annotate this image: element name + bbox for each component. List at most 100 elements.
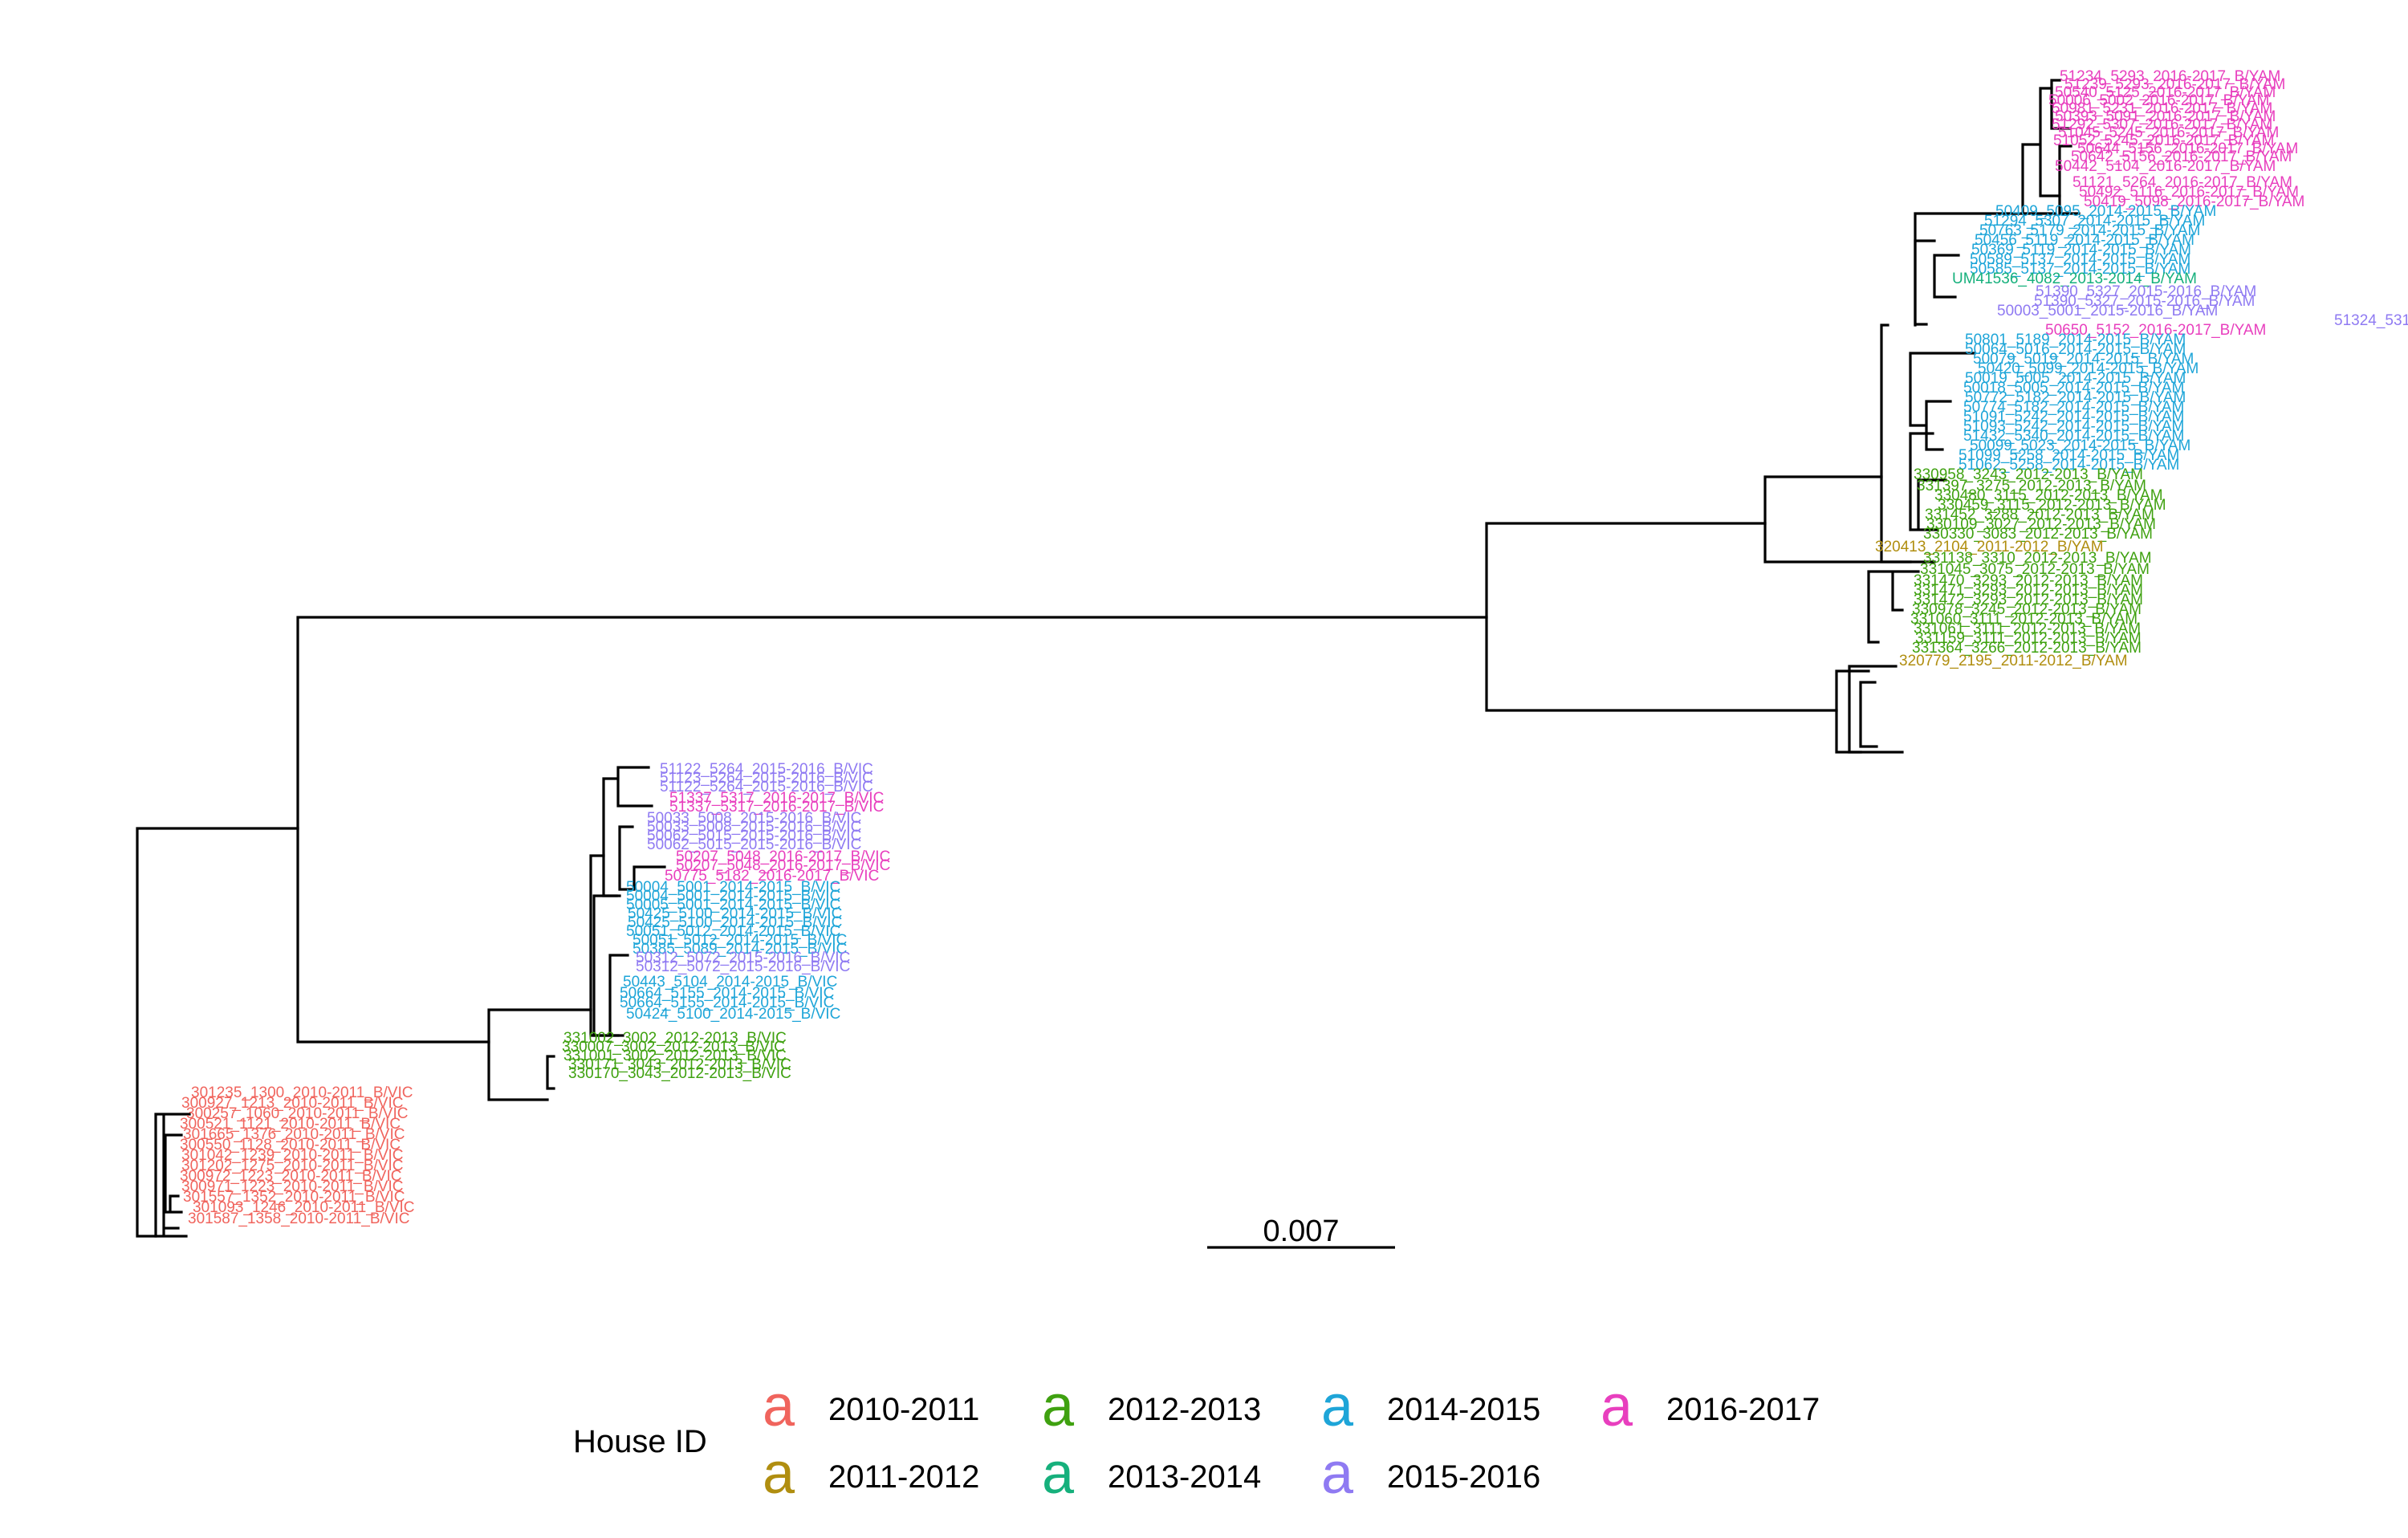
tip-label: 50207_5048_2016-2017_B/VIC xyxy=(676,848,890,865)
tip-label: 50385_5089_2014-2015_B/VIC xyxy=(633,941,847,958)
branch-yam-main xyxy=(1880,323,1912,564)
legend-label: 2016-2017 xyxy=(1666,1392,1820,1427)
tip-label: 331138_3310_2012-2013_B/YAM xyxy=(1923,550,2152,567)
tip-label: 50419_5098_2016-2017_B/YAM xyxy=(2084,193,2304,210)
tip-label: 320779_2195_2011-2012_B/YAM xyxy=(1899,653,2128,669)
tip-label: 51234_5293_2016-2017_B/YAM xyxy=(2060,68,2280,85)
tip-label: 51122_5264_2015-2016_B/VIC xyxy=(660,761,873,778)
tip-label: 320413_2104_2011-2012_B/YAM xyxy=(1875,539,2104,555)
legend-key: a xyxy=(763,1374,795,1438)
tip-label: 301093_1246_2010-2011_B/VIC xyxy=(193,1199,414,1216)
tip-label: 50763_5179_2014-2015_B/YAM xyxy=(1979,222,2200,239)
branch-vic-root xyxy=(487,1008,592,1101)
branch-vic-1415 xyxy=(592,894,629,1037)
tip-label: 331471_3293_2012-2013_B/YAM xyxy=(1914,582,2143,599)
tip-label: UM41536_4082_2013-2014_B/YAM xyxy=(1952,271,2197,287)
tip-label: 330480_3115_2012-2013_B/YAM xyxy=(1934,487,2163,504)
tip-label: 50033_5008_2015-2016_B/VIC xyxy=(647,810,861,827)
tip-label: 301235_1300_2010-2011_B/VIC xyxy=(191,1084,413,1101)
tip-label: 331397_3275_2012-2013_B/YAM xyxy=(1917,478,2146,494)
tip-label: 50006_5002_2016-2017_B/YAM xyxy=(2048,92,2269,109)
tip-label: 50425_5100_2014-2015_B/VIC xyxy=(628,914,842,931)
legend-key: a xyxy=(1321,1374,1354,1438)
tip-label: 50774_5182_2014-2015_B/YAM xyxy=(1963,399,2184,416)
branch-vic-1213 xyxy=(546,1055,555,1090)
tip-label: 301587_1358_2010-2011_B/VIC xyxy=(188,1210,409,1227)
tip-label: 50019_5005_2014-2015_B/YAM xyxy=(1965,370,2186,387)
tip-label: 50443_5104_2014-2015_B/VIC xyxy=(623,974,837,991)
tip-label: 330109_3027_2012-2013_B/YAM xyxy=(1926,516,2156,533)
tip-label: 330958_3243_2012-2013_B/YAM xyxy=(1914,466,2143,483)
tip-label: 51432_5340_2014-2015_B/YAM xyxy=(1963,428,2184,445)
tip-label: 50079_5019_2014-2015_B/YAM xyxy=(1973,351,2194,368)
tip-label: 331002_3002_2012-2013_B/VIC xyxy=(563,1030,787,1047)
tip-label: 50033_5008_2015-2016_B/VIC xyxy=(647,819,861,836)
branch-root xyxy=(136,827,299,1238)
tip-label: 51122_5264_2015-2016_B/VIC xyxy=(660,779,873,795)
tip-label: 50004_5001_2014-2015_B/VIC xyxy=(626,888,840,905)
branch-yam-root xyxy=(1485,522,1838,712)
legend-label: 2013-2014 xyxy=(1108,1459,1262,1495)
tip-label: 50589_5137_2014-2015_B/YAM xyxy=(1970,251,2190,268)
tip-label: 50420_5099_2014-2015_B/YAM xyxy=(1978,360,2199,377)
tip-label: 50312_5072_2015-2016_B/VIC xyxy=(636,950,850,966)
tree-branches xyxy=(136,79,2081,1238)
tip-label: 50312_5072_2015-2016_B/VIC xyxy=(636,958,850,975)
legend-title: House ID xyxy=(573,1424,707,1459)
tip-label: 330330_3083_2012-2013_B/YAM xyxy=(1923,526,2153,543)
tip-label: 301665_1376_2010-2011_B/VIC xyxy=(183,1126,405,1143)
tip-label: 50585_5137_2014-2015_B/YAM xyxy=(1970,261,2190,278)
tip-label: 50003_5001_2015-2016_B/YAM xyxy=(1997,303,2218,319)
branch-vic-1516 xyxy=(602,766,653,897)
branch-yam-1617-sub xyxy=(2021,87,2061,215)
tip-label: 330459_3115_2012-2013_B/YAM xyxy=(1938,497,2166,514)
tip-label: 331159_3111_2012-2013_B/YAM xyxy=(1915,630,2142,647)
legend-key: a xyxy=(1321,1442,1354,1506)
legend-label: 2011-2012 xyxy=(828,1459,980,1495)
tip-label: 300971_1223_2010-2011_B/VIC xyxy=(181,1178,403,1195)
tip-label: 50772_5182_2014-2015_B/YAM xyxy=(1965,389,2186,406)
branch-vic-yam-split xyxy=(296,616,1488,1044)
tip-label: 50775_5182_2016-2017_B/VIC xyxy=(665,868,879,885)
tip-label: 300972_1223_2010-2011_B/VIC xyxy=(180,1168,401,1185)
tip-label: 300521_1121_2010-2011_B/VIC xyxy=(180,1116,401,1133)
branch-yam-1213-top xyxy=(1867,570,1920,644)
branch-yam-1415-clade xyxy=(1914,239,1960,326)
tip-label: 51294_5307_2014-2015_B/YAM xyxy=(1984,213,2205,230)
tip-label: 50393_5091_2016-2017_B/YAM xyxy=(2055,108,2276,125)
tip-label: 50004_5001_2014-2015_B/VIC xyxy=(626,879,840,896)
tip-label: 50051_5012_2014-2015_B/VIC xyxy=(626,923,840,940)
tip-label: 50425_5100_2014-2015_B/VIC xyxy=(628,905,842,922)
tip-label: 50456_5119_2014-2015_B/YAM xyxy=(1975,232,2194,249)
tip-label: 330007_3002_2012-2013_B/VIC xyxy=(562,1039,785,1056)
tip-label: 51052_5245_2016-2017_B/YAM xyxy=(2053,132,2274,149)
tip-label: 50099_5023_2014-2015_B/YAM xyxy=(1970,437,2190,454)
branch-vic-1011 xyxy=(154,1113,191,1238)
tip-label: 331472_3293_2012-2013_B/YAM xyxy=(1914,592,2143,608)
legend: House ID a 2010-2011 a 2012-2013 a 2014-… xyxy=(573,1374,1889,1516)
tip-label: 50062_5015_2015-2016_B/VIC xyxy=(647,828,861,844)
scale-bar-label: 0.007 xyxy=(1263,1215,1339,1248)
tip-label: 50981_5231_2016-2017_B/YAM xyxy=(2052,100,2272,117)
tip-label: 50664_5155_2014-2015_B/VIC xyxy=(620,985,834,1002)
tip-label: 301202_1275_2010-2011_B/VIC xyxy=(181,1158,403,1174)
tip-label: 50492_5116_2016-2017_B/YAM xyxy=(2079,184,2299,201)
tip-label: 51292_5307_2016-2017_B/YAM xyxy=(2052,116,2272,133)
tip-label: 51062_5258_2014-2015_B/YAM xyxy=(1959,457,2179,474)
legend-key: a xyxy=(1601,1374,1633,1438)
branch-vic-1617 xyxy=(618,825,666,891)
tip-label: 51045_5245_2016-2017_B/YAM xyxy=(2058,124,2279,141)
tip-label: 51123_5264_2015-2016_B/VIC xyxy=(660,770,873,787)
tip-label: 50424_5100_2014-2015_B/VIC xyxy=(626,1006,840,1023)
tip-label: 50064_5016_2014-2015_B/YAM xyxy=(1965,341,2186,358)
legend-label: 2010-2011 xyxy=(828,1392,980,1427)
tip-label: 50005_5001_2014-2015_B/VIC xyxy=(626,897,840,913)
tip-label: 51390_5327_2015-2016_B/YAM xyxy=(2034,293,2255,310)
legend-key: a xyxy=(1042,1374,1075,1438)
branch-yam-1213-lower xyxy=(1848,665,1898,754)
tip-label: 50644_5156_2016-2017_B/YAM xyxy=(2077,140,2298,157)
tip-label: 50207_5048_2016-2017_B/VIC xyxy=(676,857,890,874)
legend-key: a xyxy=(1042,1442,1075,1506)
